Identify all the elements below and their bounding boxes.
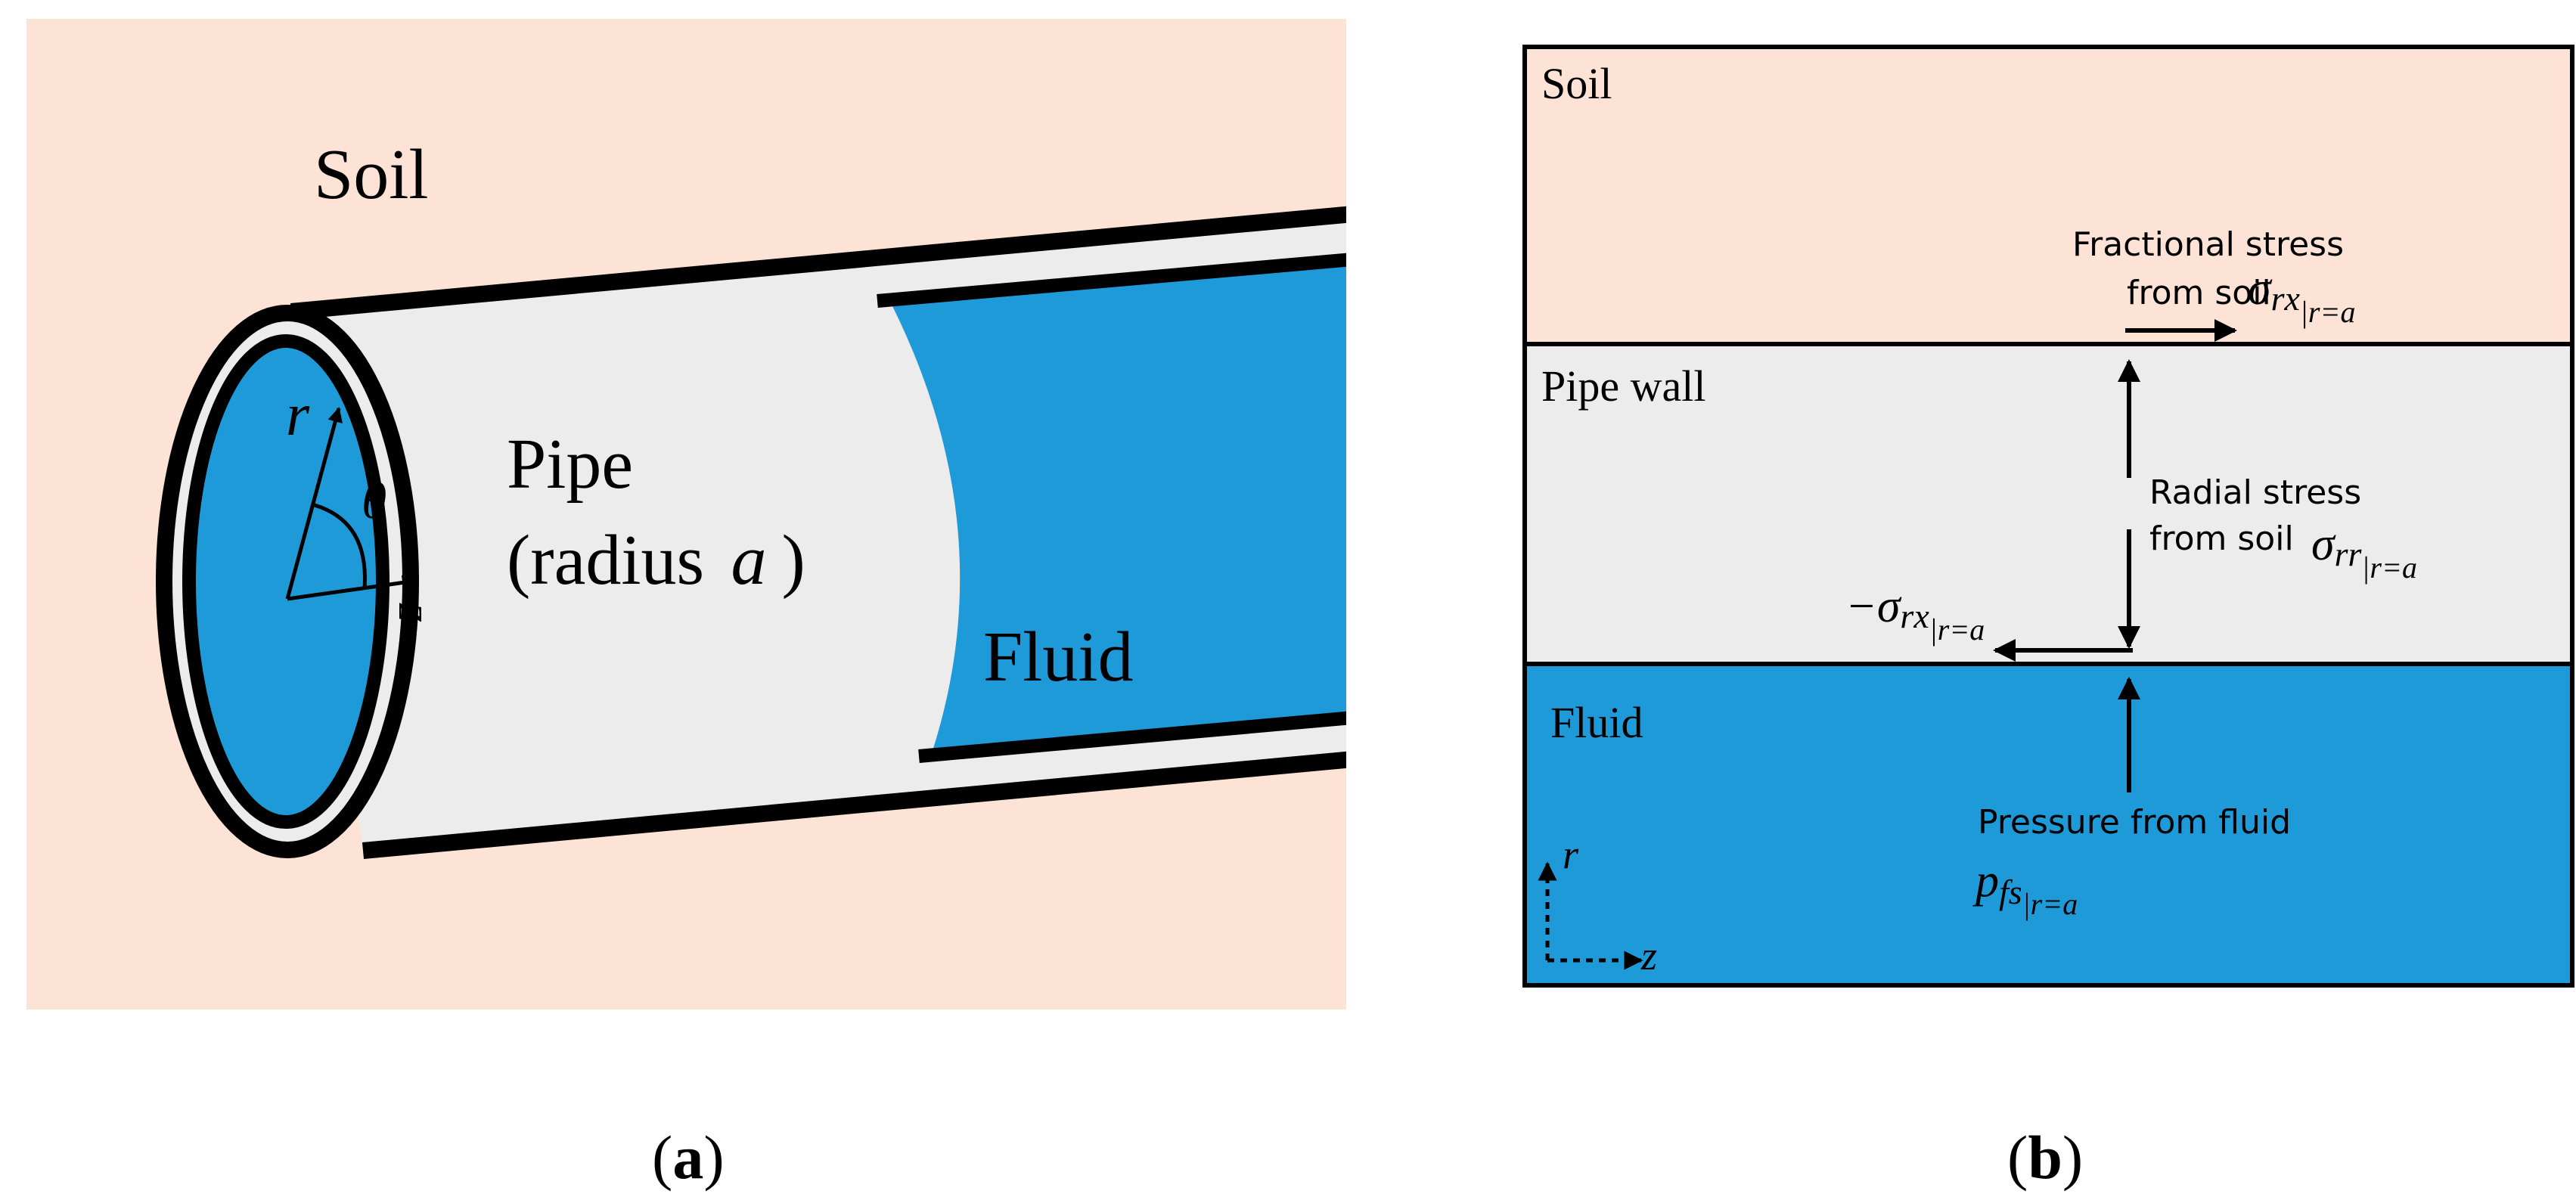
panel-a: r θ z Soil Pipe (radius a) Fluid (a)	[26, 19, 1346, 1192]
theta-label: θ	[362, 472, 386, 529]
pipe-bottom-inner-outline	[918, 711, 1346, 763]
theta-arc	[314, 503, 367, 589]
pipe-bottom-outline	[362, 751, 1346, 859]
pipe-top-outline	[290, 206, 1346, 320]
pipe-label: Pipe	[507, 425, 633, 504]
sigma-rr-symbol: σrr|r=a	[2311, 519, 2417, 585]
panel-b: Soil Pipe wall Fluid Fractional stress f…	[1522, 45, 2574, 1192]
pipe-end-inner	[182, 334, 390, 829]
caption-a: (a)	[652, 1123, 725, 1192]
soil-label-b: Soil	[1541, 59, 1612, 108]
radial-stress-label-2: from soil	[2149, 519, 2294, 558]
r-axis-label: r	[286, 382, 310, 448]
local-z-label: z	[1640, 933, 1657, 978]
fluid-label-a: Fluid	[983, 618, 1134, 696]
fluid-label-b: Fluid	[1550, 698, 1643, 747]
panel-b-frame	[1522, 45, 2574, 988]
radius-label: (radius a)	[507, 521, 805, 600]
fluid-interior	[889, 258, 1346, 758]
pipe-wall-layer	[1525, 344, 2572, 664]
soil-label-a: Soil	[314, 135, 429, 214]
soil-layer	[1525, 47, 2572, 344]
r-axis-arrow	[285, 407, 343, 600]
sigma-rx-symbol: σrx|r=a	[2248, 263, 2355, 329]
pipe-wall-label: Pipe wall	[1541, 361, 1705, 411]
z-axis-label: z	[389, 603, 442, 622]
fluid-layer	[1525, 664, 2572, 985]
neg-sigma-rx-symbol: −σrx|r=a	[1845, 581, 1985, 647]
pipe-top-inner-outline	[877, 253, 1346, 308]
frictional-stress-label-1: Fractional stress	[2072, 225, 2344, 264]
p-fs-symbol: pfs|r=a	[1972, 855, 2078, 921]
radial-stress-label-1: Radial stress	[2149, 473, 2361, 512]
fluid-pressure-label: Pressure from fluid	[1978, 803, 2291, 842]
z-axis-arrow	[287, 575, 417, 601]
local-r-label: r	[1563, 832, 1579, 877]
caption-b: (b)	[2007, 1123, 2083, 1192]
frictional-stress-label-2: from soil	[2127, 274, 2271, 312]
